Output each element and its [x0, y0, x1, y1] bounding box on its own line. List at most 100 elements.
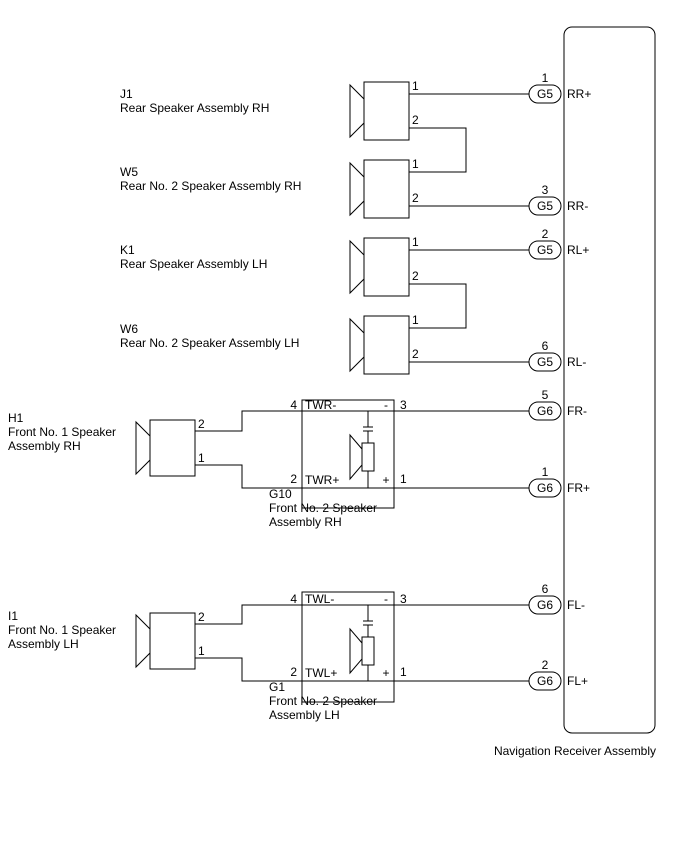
tweeter-pin: 3 — [400, 398, 407, 412]
connector-icon — [528, 196, 562, 216]
connector-icon — [528, 352, 562, 372]
speaker-box — [363, 159, 410, 219]
series-link-wire — [409, 127, 467, 173]
front-speaker-h1 — [135, 419, 196, 477]
rear-speaker-w6 — [349, 315, 410, 375]
tweeter-icon — [349, 411, 375, 488]
speaker-name: Rear No. 2 Speaker Assembly RH — [120, 179, 301, 193]
connector-code: G5 — [537, 199, 553, 213]
speaker-code: K1 — [120, 243, 135, 257]
receiver-pin: 5 — [542, 388, 549, 402]
tweeter-name: Assembly RH — [269, 515, 342, 529]
rear-speaker-w5 — [349, 159, 410, 219]
tweeter-name: Front No. 2 Speaker — [269, 501, 377, 515]
tweeter-polarity-sign: + — [382, 473, 389, 487]
connector-icon — [528, 671, 562, 691]
tweeter-code: G1 — [269, 680, 285, 694]
speaker-name: Assembly RH — [8, 439, 81, 453]
rear-1-bottom-connector: G5 3RR- — [528, 183, 588, 216]
terminal-label: FL+ — [567, 674, 588, 688]
rear-speaker-k1 — [349, 237, 410, 297]
tweeter-pin: 1 — [400, 665, 407, 679]
receiver-pin: 3 — [542, 183, 549, 197]
tweeter-polarity-sign: + — [382, 666, 389, 680]
speaker-box — [363, 81, 410, 141]
speaker-icon — [135, 613, 151, 669]
tweeter-name: Assembly LH — [269, 708, 340, 722]
terminal-label: FR- — [567, 404, 587, 418]
speaker-box — [363, 237, 410, 297]
speaker-icon — [349, 161, 365, 217]
speaker-name: Rear No. 2 Speaker Assembly LH — [120, 336, 299, 350]
speaker-pin-top: 2 — [198, 417, 205, 431]
terminal-label: RR- — [567, 199, 588, 213]
tweeter-g1: TWL- TWL+ - + — [301, 591, 395, 703]
speaker-pin-top: 1 — [412, 79, 419, 93]
speaker-pin-top: 1 — [412, 235, 419, 249]
tweeter-driver — [361, 442, 375, 472]
rear-3-bottom-connector: G5 6RL- — [528, 339, 586, 372]
speaker-icon — [349, 83, 365, 139]
wire — [195, 657, 529, 682]
connector-code: G5 — [537, 243, 553, 257]
receiver-pin: 2 — [542, 658, 549, 672]
tweeter-g10: TWR-TWR+-+ — [301, 398, 395, 509]
receiver-box — [563, 26, 656, 734]
receiver-pin: 6 — [542, 582, 549, 596]
connector-icon — [528, 595, 562, 615]
front-1-top-connector: G6 6FL- — [528, 582, 585, 615]
tweeter-polarity-sign: - — [384, 592, 388, 606]
wire — [195, 604, 529, 625]
speaker-name: Front No. 1 Speaker — [8, 623, 116, 637]
speaker-code: W6 — [120, 322, 138, 336]
speaker-pin-bottom: 1 — [198, 644, 205, 658]
speaker-name: Rear Speaker Assembly RH — [120, 101, 269, 115]
speaker-pin-bottom: 2 — [412, 191, 419, 205]
terminal-label: RL+ — [567, 243, 589, 257]
speaker-code: I1 — [8, 609, 18, 623]
tweeter-pin: 4 — [290, 592, 297, 606]
tweeter-pin: 4 — [290, 398, 297, 412]
tweeter-driver — [361, 636, 375, 666]
receiver-label: Navigation Receiver Assembly — [494, 744, 656, 758]
connector-code: G6 — [537, 598, 553, 612]
speaker-icon — [349, 317, 365, 373]
terminal-label: RL- — [567, 355, 586, 369]
speaker-code: H1 — [8, 411, 24, 425]
speaker-name: Front No. 1 Speaker — [8, 425, 116, 439]
speaker-icon — [135, 420, 151, 476]
speaker-box — [363, 315, 410, 375]
connector-code: G6 — [537, 674, 553, 688]
speaker-pin-top: 1 — [412, 313, 419, 327]
speaker-pin-top: 2 — [198, 610, 205, 624]
tweeter-box — [301, 399, 395, 509]
connector-code: G6 — [537, 481, 553, 495]
front-speaker-i1 — [135, 612, 196, 670]
connector-code: G5 — [537, 355, 553, 369]
tweeter-pin: 1 — [400, 472, 407, 486]
tweeter-terminal-label: TWL+ — [305, 666, 337, 680]
tweeter-terminal-label: TWL- — [305, 592, 334, 606]
speaker-icon — [349, 239, 365, 295]
connector-icon — [528, 401, 562, 421]
tweeter-polarity-sign: - — [384, 398, 388, 412]
tweeter-pin: 3 — [400, 592, 407, 606]
speaker-pin-bottom: 2 — [412, 269, 419, 283]
rear-speaker-j1 — [349, 81, 410, 141]
tweeter-icon — [349, 605, 375, 681]
wire — [195, 410, 529, 432]
terminal-label: FL- — [567, 598, 585, 612]
tweeter-terminal-label: TWR+ — [305, 473, 339, 487]
connector-icon — [528, 84, 562, 104]
front-1-bottom-connector: G6 2FL+ — [528, 658, 588, 691]
receiver-pin: 6 — [542, 339, 549, 353]
receiver-pin: 1 — [542, 465, 549, 479]
series-link-wire — [409, 283, 467, 329]
speaker-code: W5 — [120, 165, 138, 179]
speaker-pin-bottom: 2 — [412, 113, 419, 127]
speaker-name: Assembly LH — [8, 637, 79, 651]
